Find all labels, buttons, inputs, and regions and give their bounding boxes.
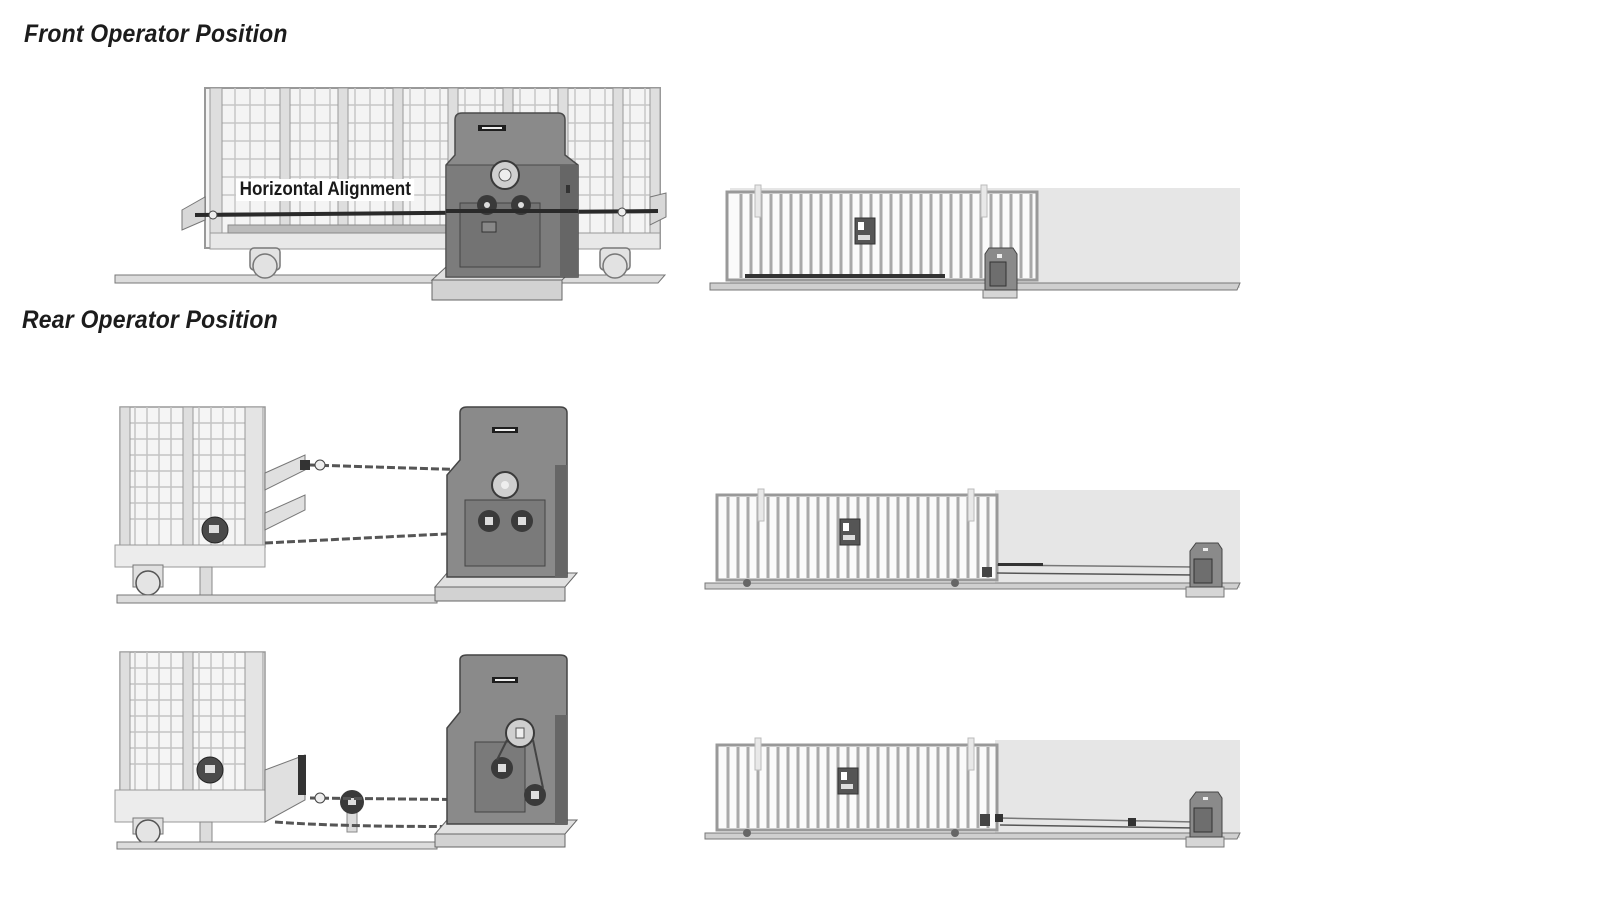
front-overview-diagram [705,180,1250,305]
rear-closeup-1-illustration [114,406,579,604]
rear-operator-heading: Rear Operator Position [22,306,278,334]
rear-closeup-2-diagram [105,650,585,850]
front-closeup-illustration [114,87,667,301]
rear-overview-2-diagram [700,730,1250,850]
rear-closeup-2-illustration [114,651,579,850]
rear-overview-2-illustration [704,737,1241,848]
rear-closeup-1-diagram [105,405,585,605]
horizontal-alignment-label: Horizontal Alignment [236,179,415,201]
front-operator-heading: Front Operator Position [24,20,288,48]
front-overview-illustration [709,184,1241,299]
front-closeup-diagram: Horizontal Alignment [110,85,690,305]
rear-overview-1-illustration [704,488,1241,598]
rear-overview-1-diagram [700,485,1250,605]
